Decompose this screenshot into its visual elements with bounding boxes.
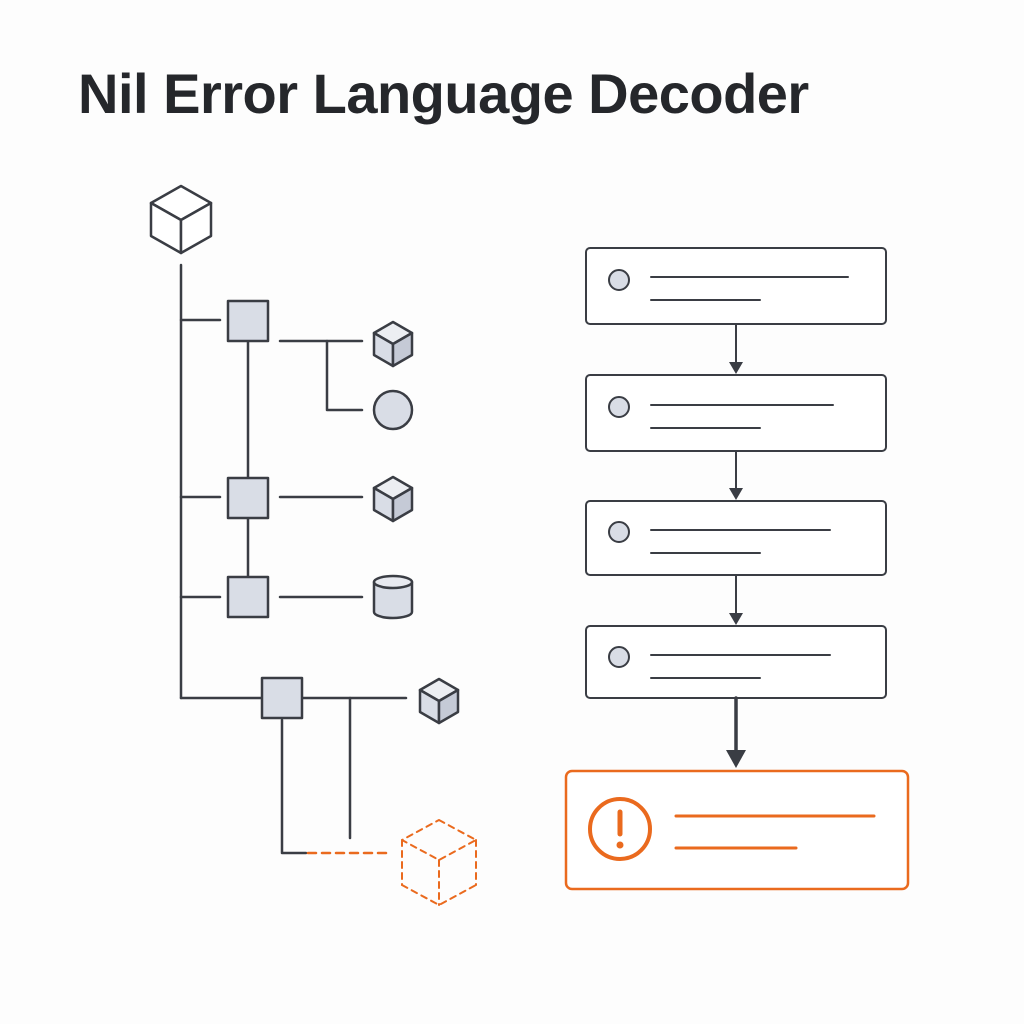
tree xyxy=(149,184,477,906)
flow-arrow xyxy=(729,450,743,500)
step-card xyxy=(585,374,887,452)
flow-arrow xyxy=(729,323,743,374)
database-icon xyxy=(372,574,414,620)
cube-icon xyxy=(372,475,414,523)
root-cube-icon xyxy=(149,184,213,255)
flow-arrow xyxy=(729,574,743,625)
tree-connectors xyxy=(179,263,408,855)
step-card xyxy=(585,625,887,699)
step-card xyxy=(585,500,887,576)
circle-bullet xyxy=(608,646,630,668)
square-node xyxy=(260,676,304,720)
flow xyxy=(564,247,910,891)
square-node xyxy=(226,299,270,343)
flow-arrow xyxy=(726,696,746,768)
step-card xyxy=(585,247,887,325)
cube-icon xyxy=(418,677,460,725)
cube-icon xyxy=(372,320,414,368)
circle-bullet xyxy=(608,396,630,418)
error-card xyxy=(564,769,910,891)
page-title: Nil Error Language Decoder xyxy=(78,62,809,125)
circle-bullet xyxy=(608,521,630,543)
square-node xyxy=(226,476,270,520)
square-node xyxy=(226,575,270,619)
exclamation-icon xyxy=(588,797,652,861)
circle-icon xyxy=(372,389,414,431)
missing-cube-icon xyxy=(401,819,477,906)
circle-bullet xyxy=(608,269,630,291)
